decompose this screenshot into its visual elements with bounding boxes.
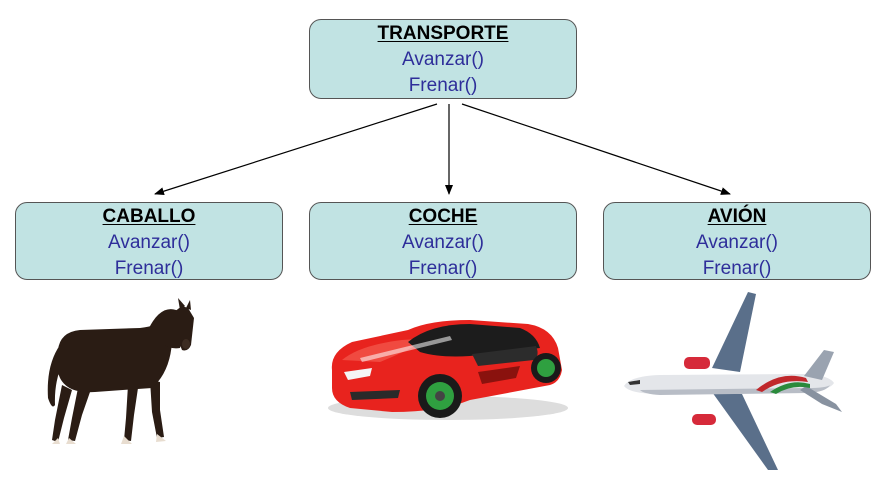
class-title: CABALLO [102, 206, 196, 227]
class-title: COCHE [408, 206, 478, 227]
class-title: AVIÓN [707, 206, 767, 227]
method-avanzar: Avanzar() [107, 232, 190, 253]
arrow-to-caballo [154, 103, 438, 196]
class-box-caballo: CABALLO Avanzar() Frenar() [15, 202, 283, 280]
class-box-avion: AVIÓN Avanzar() Frenar() [603, 202, 871, 280]
class-box-transporte: TRANSPORTE Avanzar() Frenar() [309, 19, 577, 99]
method-avanzar: Avanzar() [695, 232, 778, 253]
method-avanzar: Avanzar() [401, 232, 484, 253]
class-title: TRANSPORTE [377, 23, 509, 44]
method-frenar: Frenar() [408, 75, 478, 96]
arrow-to-avion [461, 103, 731, 195]
method-frenar: Frenar() [702, 258, 772, 279]
method-frenar: Frenar() [114, 258, 184, 279]
method-avanzar: Avanzar() [401, 49, 484, 70]
class-box-coche: COCHE Avanzar() Frenar() [309, 202, 577, 280]
method-frenar: Frenar() [408, 258, 478, 279]
